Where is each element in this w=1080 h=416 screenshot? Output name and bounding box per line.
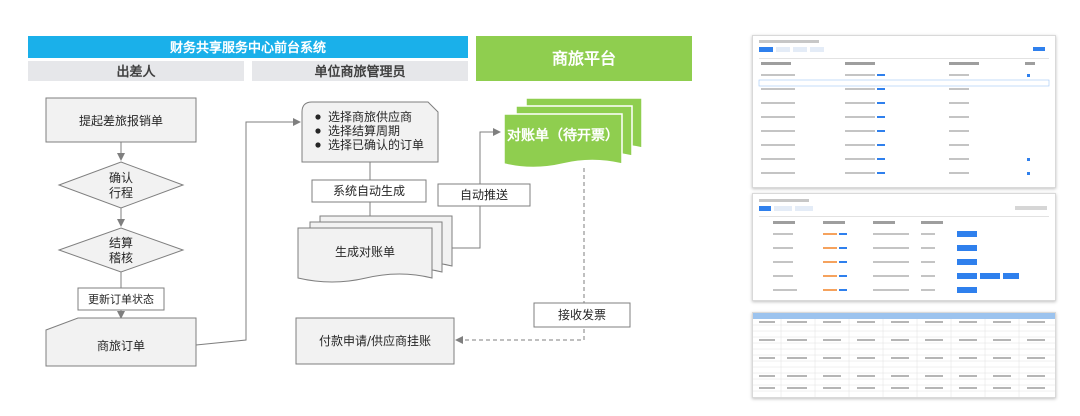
platform-doc-front [503, 113, 623, 169]
system-title: 财务共享服务中心前台系统 [170, 40, 326, 56]
decision-audit [57, 227, 185, 273]
auto-generate-label: 系统自动生成 [333, 184, 405, 198]
bullet-icon [315, 128, 321, 134]
system-title-bar [28, 36, 468, 58]
decision-confirm [57, 161, 185, 209]
platform-statement-label: 对账单（待开票） [507, 127, 619, 144]
receive-invoice-label-box [533, 302, 631, 328]
update-status-label: 更新订单状态 [88, 292, 154, 306]
statement-doc-front [297, 227, 433, 283]
bullet-icon [315, 114, 321, 120]
manager-options-box [301, 101, 439, 163]
auto-generate-label-box [311, 179, 427, 203]
receive-invoice-label: 接收发票 [558, 307, 606, 322]
screenshot-thumbnail-statement-list [752, 35, 1056, 188]
bullet-icon [315, 142, 321, 148]
platform-header [476, 36, 692, 81]
travel-order-label: 商旅订单 [97, 338, 145, 353]
thumbnail-statement-actions-graphic [753, 194, 1055, 300]
auto-push-label-box [437, 183, 531, 207]
start-box [45, 97, 197, 143]
decision-audit-line1: 结算 [109, 235, 133, 250]
start-label: 提起差旅报销单 [79, 113, 163, 128]
option-period: 选择结算周期 [328, 123, 400, 138]
platform-title: 商旅平台 [552, 49, 616, 68]
update-status-label-box [77, 287, 165, 311]
arrow-invoice-to-payment [455, 168, 585, 344]
auto-push-label: 自动推送 [460, 187, 508, 202]
option-orders: 选择已确认的订单 [328, 137, 424, 152]
arrow-order-to-options [195, 118, 301, 346]
thumbnail-data-table-graphic [753, 313, 1055, 397]
payment-request-label: 付款申请/供应商挂账 [319, 333, 431, 348]
lane-header-manager [252, 61, 468, 81]
payment-request-box [295, 317, 455, 365]
decision-audit-line2: 稽核 [109, 250, 133, 265]
decision-confirm-line2: 行程 [109, 185, 133, 200]
decision-confirm-line1: 确认 [109, 171, 133, 185]
thumbnail-statement-list-graphic [753, 36, 1055, 187]
lane-title-manager: 单位商旅管理员 [314, 64, 405, 80]
lane-title-traveler: 出差人 [116, 64, 156, 80]
screenshot-thumbnail-data-table [752, 312, 1056, 398]
option-supplier: 选择商旅供应商 [328, 109, 412, 124]
travel-order-box [45, 317, 197, 367]
statement-label: 生成对账单 [335, 245, 395, 259]
screenshot-thumbnail-statement-actions [752, 193, 1056, 301]
lane-header-traveler [28, 61, 244, 81]
